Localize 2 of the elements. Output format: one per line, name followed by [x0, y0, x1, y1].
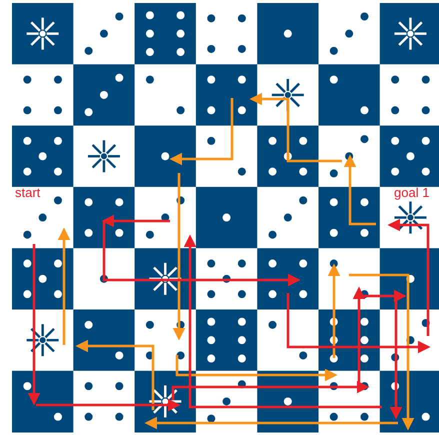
board-label: goal 1 [394, 186, 430, 200]
board-label: start [15, 186, 40, 200]
